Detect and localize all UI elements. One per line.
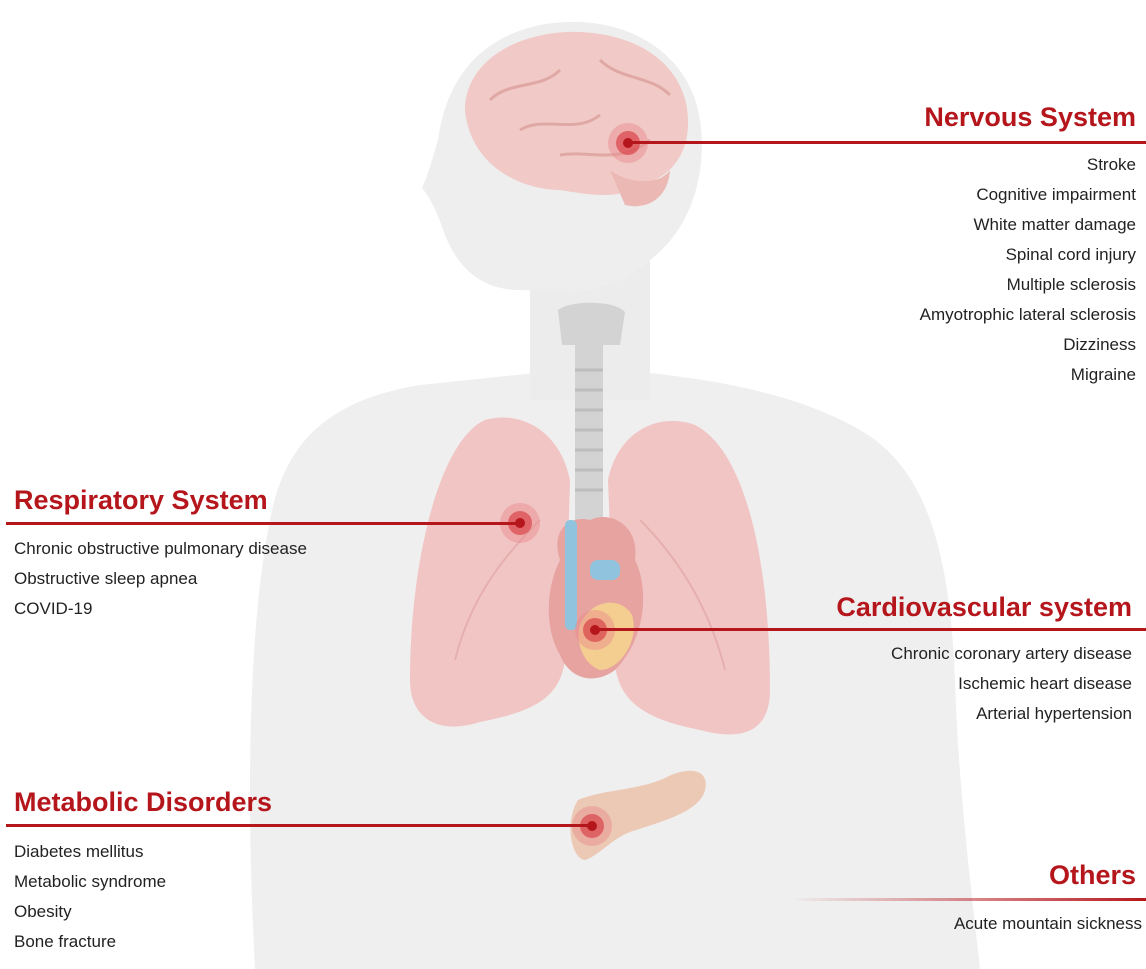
respiratory-system-list: Chronic obstructive pulmonary disease Ob…: [14, 534, 307, 624]
list-item: Amyotrophic lateral sclerosis: [920, 300, 1136, 330]
list-item: Cognitive impairment: [920, 180, 1136, 210]
nervous-system-title: Nervous System: [924, 104, 1136, 131]
list-item: Obesity: [14, 897, 166, 927]
list-item: Bone fracture: [14, 927, 166, 957]
nervous-leader-line: [628, 141, 1146, 144]
list-item: Arterial hypertension: [891, 699, 1132, 729]
others-title: Others: [1049, 862, 1136, 889]
list-item: Metabolic syndrome: [14, 867, 166, 897]
list-item: Ischemic heart disease: [891, 669, 1132, 699]
list-item: Stroke: [920, 150, 1136, 180]
metabolic-leader-line: [6, 824, 592, 827]
others-leader-line: [790, 898, 1146, 901]
list-item: Migraine: [920, 360, 1136, 390]
respiratory-system-title: Respiratory System: [14, 487, 268, 514]
others-list: Acute mountain sickness: [954, 909, 1142, 939]
list-item: Multiple sclerosis: [920, 270, 1136, 300]
list-item: White matter damage: [920, 210, 1136, 240]
list-item: Diabetes mellitus: [14, 837, 166, 867]
list-item: Acute mountain sickness: [954, 909, 1142, 939]
cardiovascular-system-title: Cardiovascular system: [836, 594, 1132, 621]
cardiovascular-system-list: Chronic coronary artery disease Ischemic…: [891, 639, 1132, 729]
list-item: Obstructive sleep apnea: [14, 564, 307, 594]
cardiovascular-leader-line: [595, 628, 1146, 631]
respiratory-leader-line: [6, 522, 520, 525]
metabolic-disorders-list: Diabetes mellitus Metabolic syndrome Obe…: [14, 837, 166, 957]
list-item: Chronic obstructive pulmonary disease: [14, 534, 307, 564]
list-item: Chronic coronary artery disease: [891, 639, 1132, 669]
list-item: Dizziness: [920, 330, 1136, 360]
list-item: COVID-19: [14, 594, 307, 624]
metabolic-disorders-title: Metabolic Disorders: [14, 789, 272, 816]
list-item: Spinal cord injury: [920, 240, 1136, 270]
nervous-system-list: Stroke Cognitive impairment White matter…: [920, 150, 1136, 390]
